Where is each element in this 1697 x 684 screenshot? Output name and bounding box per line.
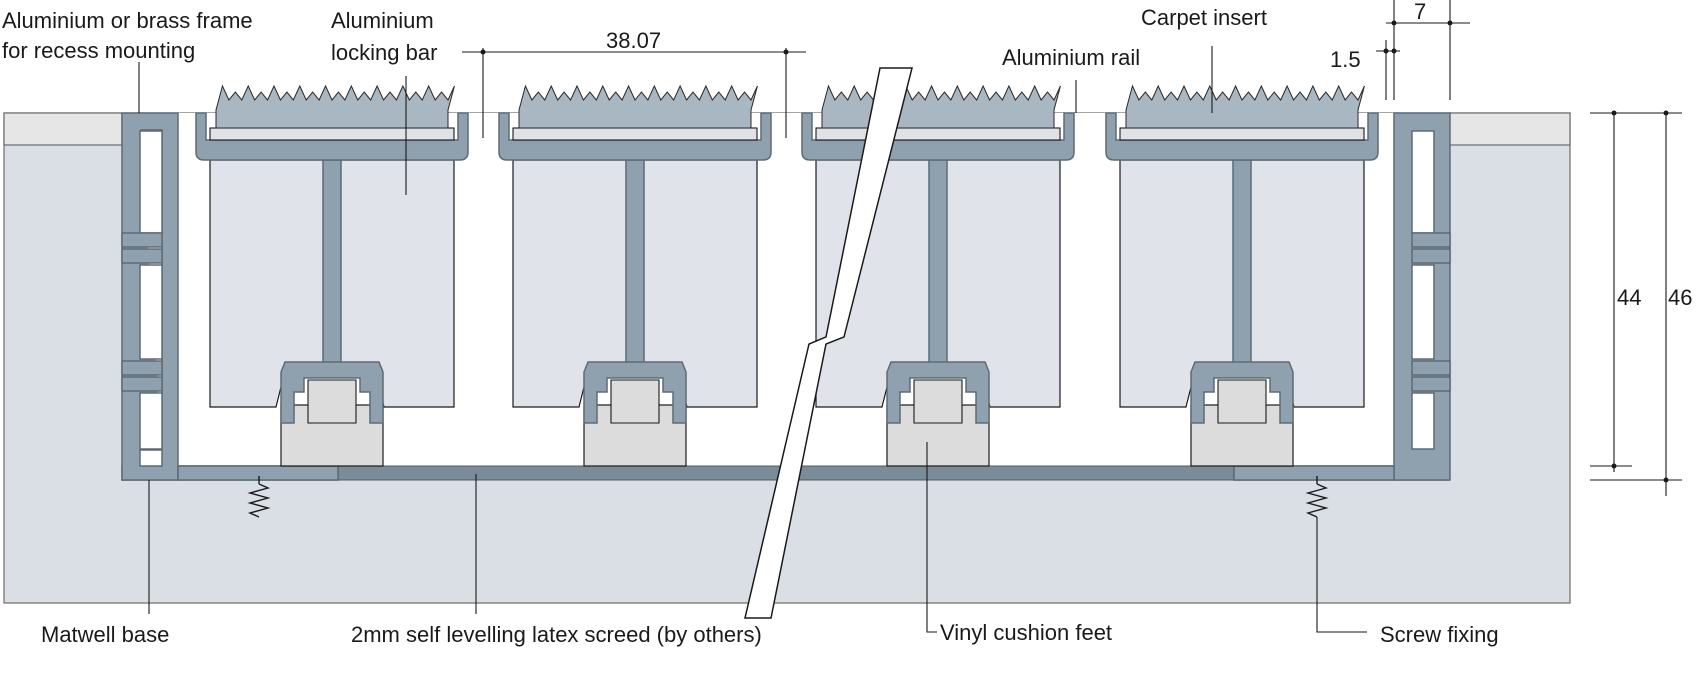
- foot-stem: [307, 379, 357, 424]
- leader-lines: [138, 46, 1367, 633]
- carpet-pile: [215, 84, 455, 129]
- rail-web: [625, 159, 645, 366]
- spring-right: [1305, 476, 1329, 518]
- screw-fixing-label: Screw fixing: [1380, 622, 1499, 647]
- carpet-tray: [815, 127, 1061, 141]
- carpet-tray: [209, 127, 455, 141]
- insert-gap-dimension: 1.5: [1330, 47, 1361, 72]
- foot-stem: [610, 379, 660, 424]
- rail-top-flange: [1105, 112, 1379, 161]
- locking-bar-label-line1: Aluminium: [331, 8, 434, 33]
- spring-left: [247, 476, 271, 518]
- foot-stem: [913, 379, 963, 424]
- break-line: [744, 67, 913, 619]
- vinyl-feet-label: Vinyl cushion feet: [940, 620, 1112, 645]
- depth-outer-dimension: 46: [1668, 285, 1692, 310]
- right-frame-cavities: [1411, 130, 1435, 450]
- carpet-pile: [1125, 84, 1365, 129]
- rail-web: [928, 159, 948, 366]
- rail-top-flange: [498, 112, 772, 161]
- carpet-tray: [1119, 127, 1365, 141]
- left-frame-cavities: [139, 129, 163, 467]
- carpet-tray: [512, 127, 758, 141]
- frame-width-dimension: 7: [1414, 0, 1426, 24]
- screed-label: 2mm self levelling latex screed (by othe…: [351, 622, 762, 647]
- carpet-pile: [821, 84, 1061, 129]
- rails-group: [195, 84, 1379, 467]
- rail-pitch-dimension: 38.07: [606, 28, 661, 53]
- foot-clip: [886, 361, 990, 424]
- matwell-base-label: Matwell base: [41, 622, 169, 647]
- locking-bar-label-line2: locking bar: [331, 40, 437, 65]
- frame-label-line1: Aluminium or brass frame: [2, 8, 253, 33]
- carpet-insert-label: Carpet insert: [1141, 5, 1267, 30]
- rail-web: [1232, 159, 1252, 366]
- aluminium-rail-label: Aluminium rail: [1002, 45, 1140, 70]
- foot-stem: [1217, 379, 1267, 424]
- frame-label-line2: for recess mounting: [2, 38, 195, 63]
- rail-top-flange: [195, 112, 469, 161]
- dimension-ticks: [480, 20, 1669, 483]
- carpet-pile: [518, 84, 758, 129]
- foot-clip: [280, 361, 384, 424]
- rail-web: [322, 159, 342, 366]
- foot-clip: [583, 361, 687, 424]
- foot-clip: [1190, 361, 1294, 424]
- depth-inner-dimension: 44: [1617, 285, 1641, 310]
